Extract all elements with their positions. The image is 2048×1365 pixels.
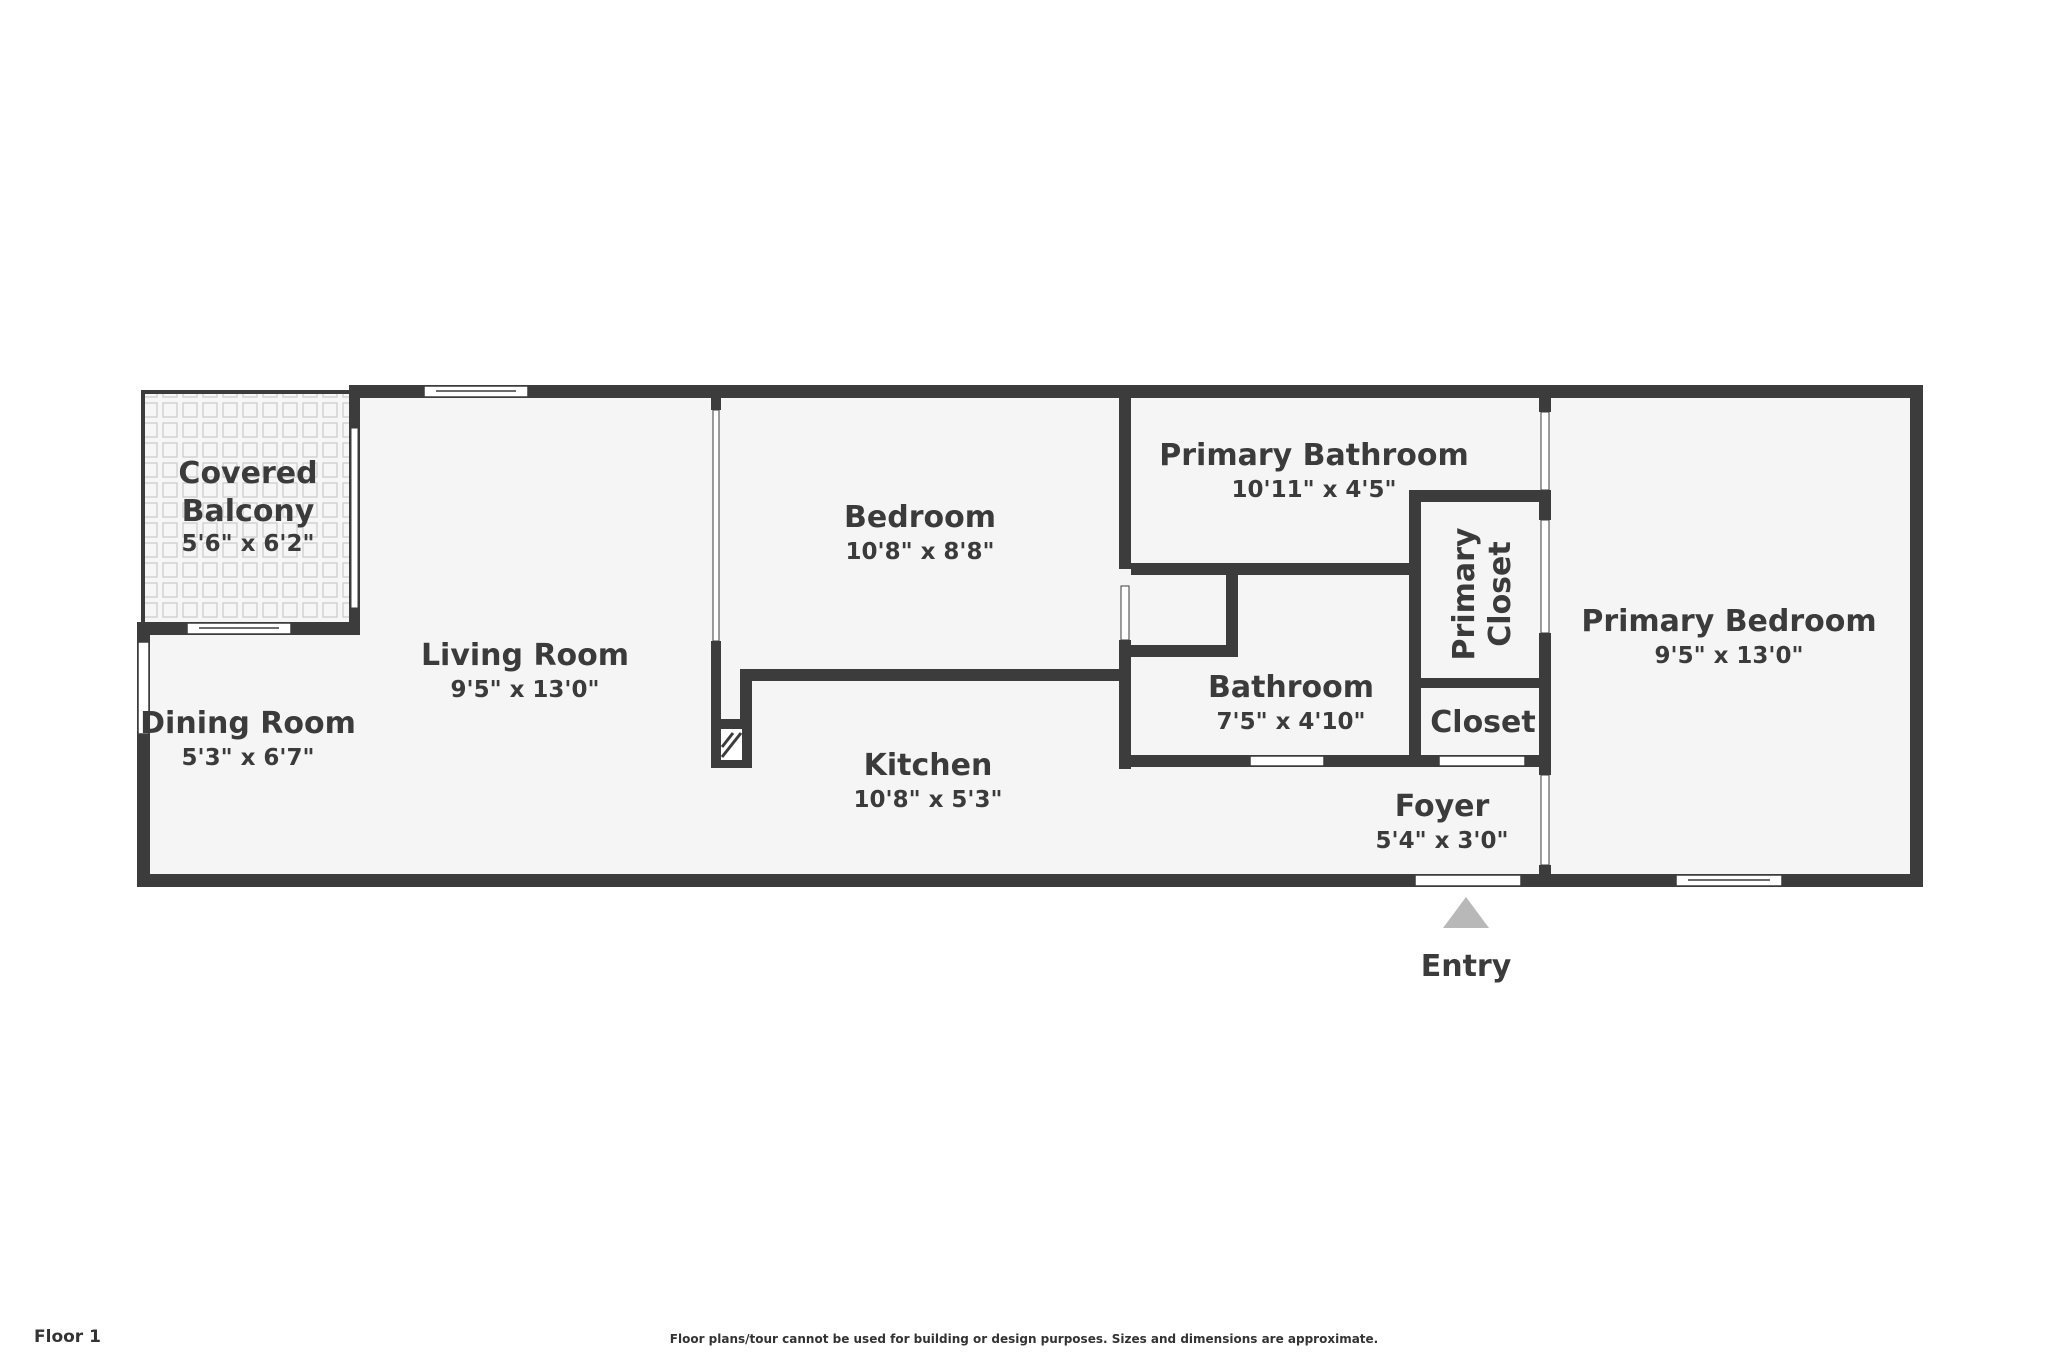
primary-closet-name-2: Closet xyxy=(1483,541,1518,646)
covered-balcony-name-1: Covered xyxy=(178,456,317,491)
floor-area xyxy=(145,394,1917,886)
primary-bathroom-name: Primary Bathroom xyxy=(1159,438,1468,473)
window-closet xyxy=(1438,755,1526,767)
primary-bathroom-dims: 10'11" x 4'5" xyxy=(1232,477,1397,503)
closet-name: Closet xyxy=(1430,705,1535,740)
entry-label: Entry xyxy=(1421,949,1512,984)
living-room-name: Living Room xyxy=(421,638,629,673)
covered-balcony-name-2: Balcony xyxy=(182,494,315,529)
entry-door-opening xyxy=(1414,874,1522,887)
windows xyxy=(137,385,1783,887)
floor-label: Floor 1 xyxy=(34,1327,101,1347)
window-dining xyxy=(137,641,150,735)
dining-room-name: Dining Room xyxy=(140,706,356,741)
covered-balcony-dims: 5'6" x 6'2" xyxy=(182,531,315,557)
bathroom-dims: 7'5" x 4'10" xyxy=(1217,709,1366,735)
openings xyxy=(350,409,1550,866)
bathroom-name: Bathroom xyxy=(1208,670,1374,705)
primary-closet-name-1: Primary xyxy=(1447,527,1482,660)
living-room-dims: 9'5" x 13'0" xyxy=(451,677,600,703)
dining-room-dims: 5'3" x 6'7" xyxy=(182,745,315,771)
foyer-dims: 5'4" x 3'0" xyxy=(1376,828,1509,854)
balcony-tile-floor xyxy=(145,394,357,624)
entry-arrow-icon xyxy=(1443,897,1489,928)
foyer-name: Foyer xyxy=(1395,789,1490,824)
kitchen-dims: 10'8" x 5'3" xyxy=(854,787,1003,813)
kitchen-name: Kitchen xyxy=(864,748,993,783)
disclaimer: Floor plans/tour cannot be used for buil… xyxy=(669,1332,1379,1346)
primary-bedroom-name: Primary Bedroom xyxy=(1581,604,1876,639)
primary-bedroom-dims: 9'5" x 13'0" xyxy=(1655,643,1804,669)
bedroom-name: Bedroom xyxy=(844,500,996,535)
window-bathroom xyxy=(1249,755,1325,767)
bedroom-dims: 10'8" x 8'8" xyxy=(846,539,995,565)
